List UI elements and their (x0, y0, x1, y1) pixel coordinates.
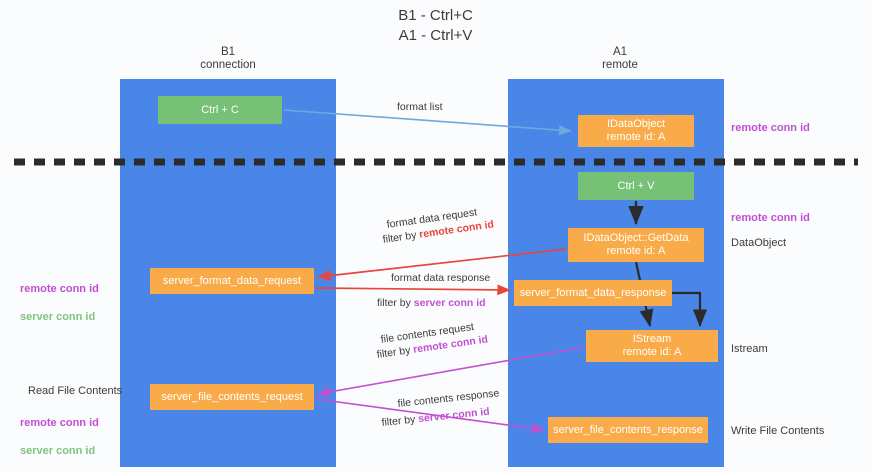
edge-file-contents-request (317, 346, 585, 397)
edge-response-to-istream (671, 291, 708, 328)
diagram-title: B1 - Ctrl+C A1 - Ctrl+V (398, 7, 473, 44)
note-remote-conn-id-top: remote conn id (731, 122, 810, 134)
note-server-conn-id-2: server conn id (20, 445, 96, 457)
edge-format-data-request (317, 248, 567, 281)
lane-header-a1: A1 remote (602, 46, 638, 71)
node-idataobject-getdata[interactable]: IDataObject::GetData remote id: A (568, 228, 704, 262)
note-dataobject: DataObject (731, 237, 787, 249)
filter-key-server-conn-id: server conn id (413, 297, 486, 309)
note-read-file-contents: Read File Contents (28, 385, 123, 397)
note-istream: Istream (731, 343, 768, 355)
node-server-file-contents-response[interactable]: server_file_contents_response (548, 417, 708, 443)
edge-format-data-response (315, 284, 511, 296)
node-server-file-contents-request[interactable]: server_file_contents_request (150, 384, 314, 410)
edge-label-format-list: format list (397, 101, 443, 113)
note-remote-conn-id: remote conn id (20, 283, 99, 295)
filter-prefix: filter by (377, 297, 414, 309)
note-remote-conn-id-2: remote conn id (20, 417, 99, 429)
edge-file-contents-response (315, 398, 545, 434)
node-ctrl-v[interactable]: Ctrl + V (578, 172, 694, 200)
edge-format-list (283, 109, 572, 136)
lane-header-b1: B1 connection (200, 46, 256, 71)
note-left-conn-ids-bottom: remote conn id server conn id (20, 402, 99, 472)
note-remote-conn-id-mid: remote conn id (731, 212, 810, 224)
node-server-format-data-request[interactable]: server_format_data_request (150, 268, 314, 294)
node-ctrl-c[interactable]: Ctrl + C (158, 96, 282, 124)
note-left-conn-ids-top: remote conn id server conn id (20, 268, 99, 338)
node-idataobject[interactable]: IDataObject remote id: A (578, 115, 694, 147)
note-write-file-contents: Write File Contents (731, 425, 825, 437)
note-server-conn-id: server conn id (20, 311, 96, 323)
node-server-format-data-response[interactable]: server_format_data_response (514, 280, 672, 306)
node-istream[interactable]: IStream remote id: A (586, 330, 718, 362)
edge-label-format-data-response-filter: filter by server conn id (377, 297, 486, 309)
edge-label-format-data-response: format data response (391, 272, 491, 284)
